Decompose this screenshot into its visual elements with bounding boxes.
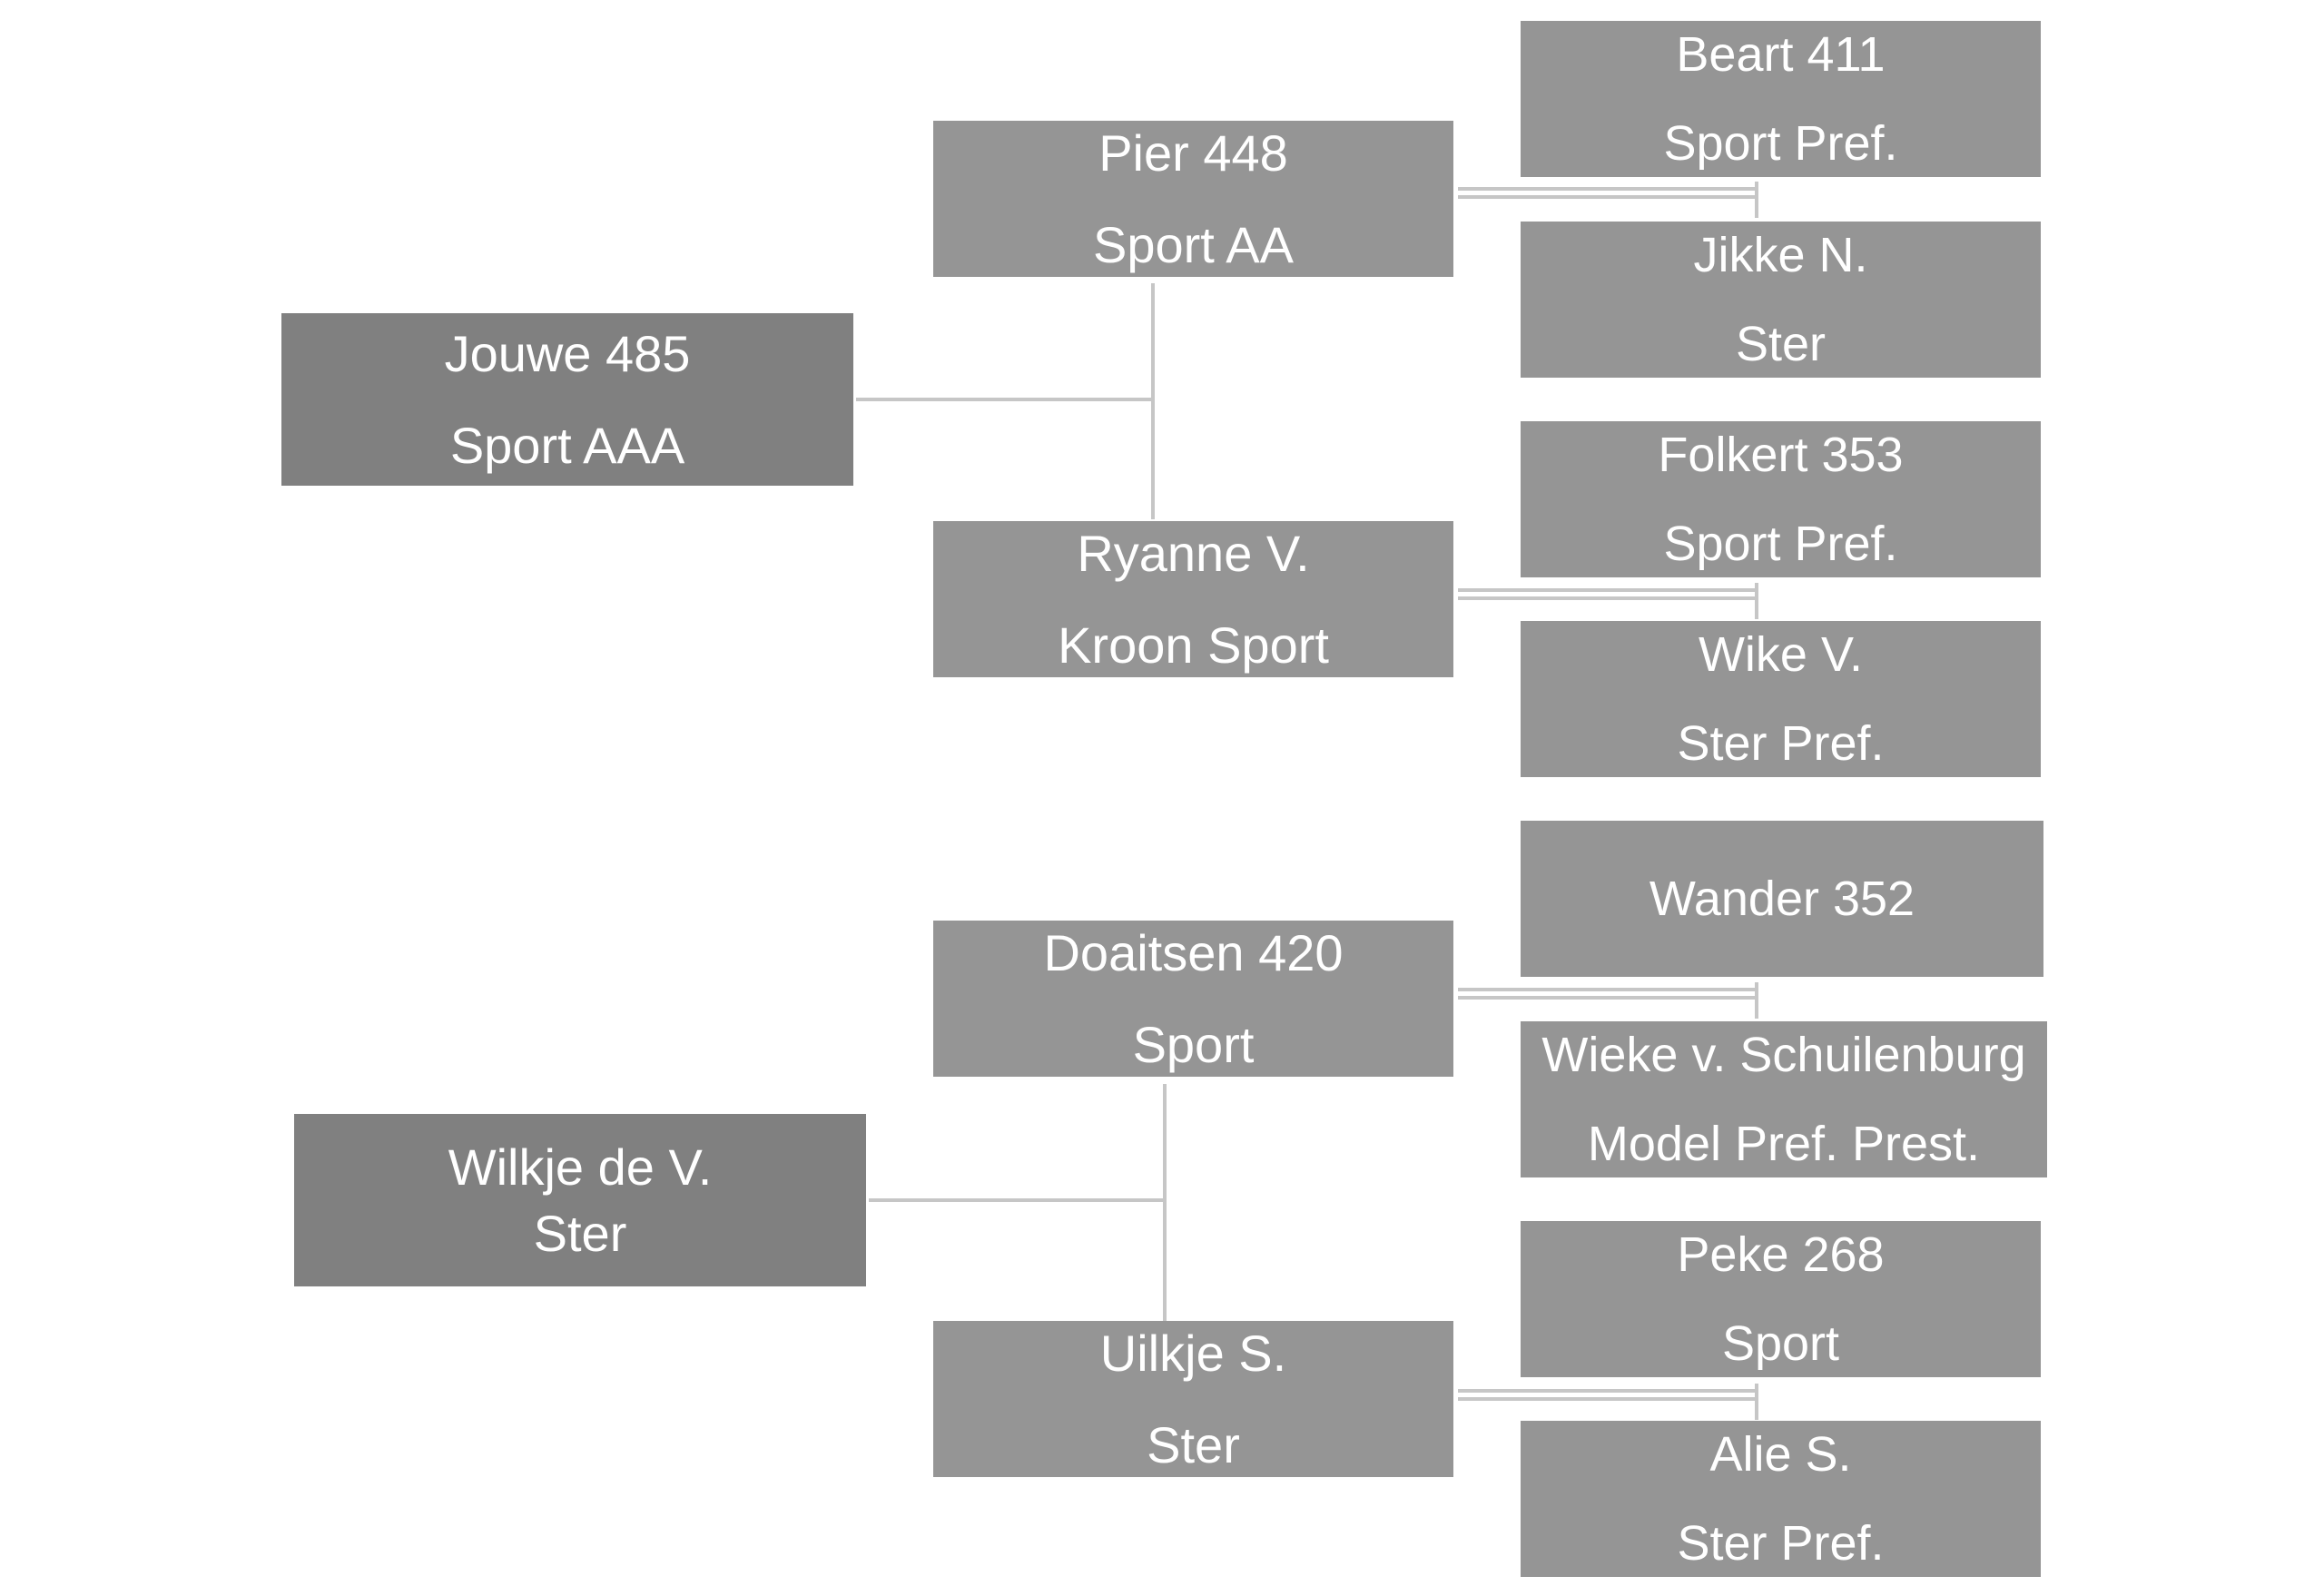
dam-sire-predicate: Sport <box>1132 1016 1255 1073</box>
sire-dam-dam-predicate: Ster Pref. <box>1677 716 1885 771</box>
dam-name: Wilkje de V. <box>448 1138 713 1196</box>
sire-sire-dam-predicate: Ster <box>1735 317 1827 371</box>
sire-sire-sire-name: Beart 411 <box>1676 27 1886 82</box>
sire-dam-dam-box: Wike V. Ster Pref. <box>1521 621 2041 777</box>
sire-dam-dam-name: Wike V. <box>1698 627 1864 682</box>
dam-dam-sire-name: Peke 268 <box>1677 1227 1885 1282</box>
sire-box: Jouwe 485 Sport AAA <box>281 313 853 486</box>
dam-sire-dam-predicate: Model Pref. Prest. <box>1587 1117 1981 1171</box>
sire-sire-dam-name: Jikke N. <box>1693 228 1868 282</box>
dam-dam-dam-name: Alie S. <box>1709 1427 1852 1482</box>
sire-dam-box: Ryanne V. Kroon Sport <box>933 521 1453 677</box>
dam-sire-name: Doaitsen 420 <box>1043 924 1344 981</box>
sire-sire-dam-box: Jikke N. Ster <box>1521 222 2041 378</box>
sire-sire-name: Pier 448 <box>1098 124 1288 182</box>
dam-sire-dam-box: Wieke v. Schuilenburg Model Pref. Prest. <box>1521 1021 2047 1177</box>
dam-sire-sire-box: Wander 352 <box>1521 821 2043 977</box>
sire-dam-predicate: Kroon Sport <box>1058 616 1329 674</box>
dam-dam-sire-predicate: Sport <box>1721 1316 1840 1371</box>
dam-sire-dam-name: Wieke v. Schuilenburg <box>1541 1028 2026 1082</box>
sire-sire-box: Pier 448 Sport AA <box>933 121 1453 277</box>
sire-dam-sire-predicate: Sport Pref. <box>1663 517 1898 571</box>
dam-sire-sire-name: Wander 352 <box>1649 872 1915 926</box>
sire-sire-predicate: Sport AA <box>1092 216 1295 273</box>
dam-predicate: Ster <box>533 1205 627 1262</box>
sire-dam-sire-box: Folkert 353 Sport Pref. <box>1521 421 2041 577</box>
dam-sire-box: Doaitsen 420 Sport <box>933 921 1453 1077</box>
sire-dam-sire-name: Folkert 353 <box>1658 428 1904 482</box>
dam-dam-box: Uilkje S. Ster <box>933 1321 1453 1477</box>
dam-dam-dam-box: Alie S. Ster Pref. <box>1521 1421 2041 1577</box>
sire-dam-name: Ryanne V. <box>1077 525 1310 582</box>
sire-name: Jouwe 485 <box>444 325 691 382</box>
dam-dam-predicate: Ster <box>1147 1416 1240 1473</box>
sire-sire-sire-predicate: Sport Pref. <box>1663 116 1898 171</box>
dam-box: Wilkje de V. Ster <box>294 1114 866 1286</box>
dam-dam-sire-box: Peke 268 Sport <box>1521 1221 2041 1377</box>
dam-dam-dam-predicate: Ster Pref. <box>1677 1516 1885 1571</box>
sire-predicate: Sport AAA <box>449 417 685 474</box>
sire-sire-sire-box: Beart 411 Sport Pref. <box>1521 21 2041 177</box>
dam-dam-name: Uilkje S. <box>1099 1325 1287 1382</box>
